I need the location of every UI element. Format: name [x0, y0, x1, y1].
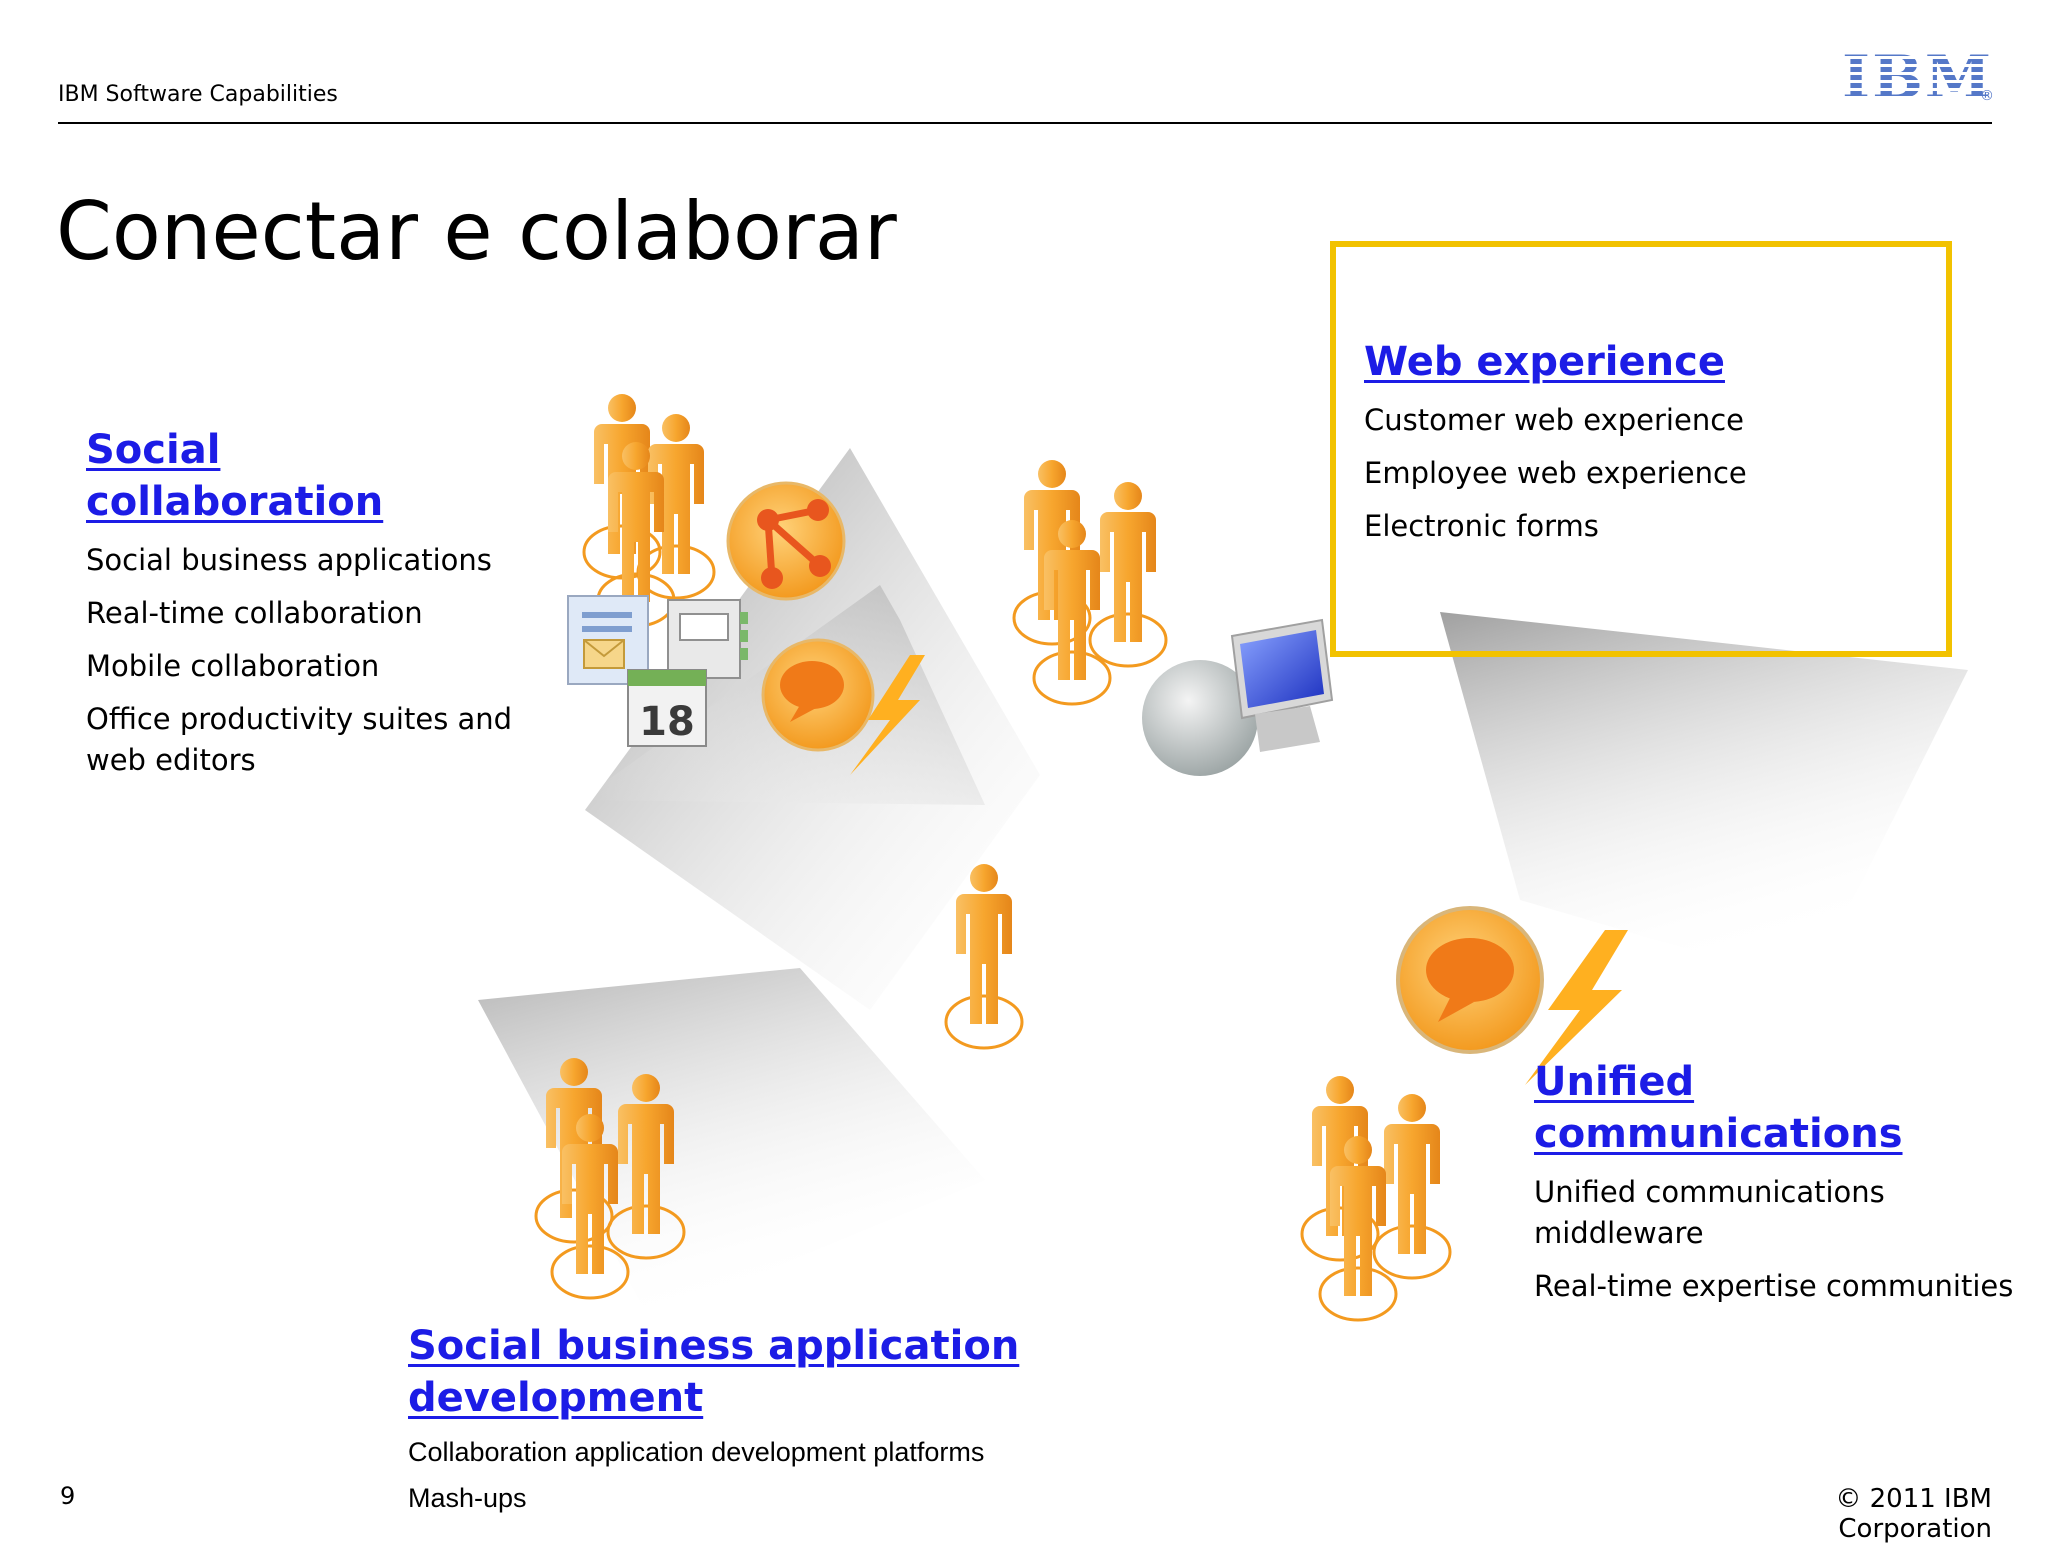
- social-collaboration-section: Social collaboration Social business app…: [86, 424, 526, 781]
- ibm-logo-text: IBM: [1842, 43, 1994, 113]
- list-item: Mash-ups: [408, 1483, 527, 1513]
- web-experience-link[interactable]: Web experience: [1364, 339, 1725, 385]
- web-experience-highlight-box: [1330, 241, 1952, 657]
- social-collaboration-link[interactable]: Social collaboration: [86, 427, 384, 525]
- header-text: IBM Software Capabilities: [58, 82, 338, 107]
- unified-communications-section: Unified communications Unified communica…: [1534, 1056, 2014, 1307]
- application-development-link[interactable]: Social business application development: [408, 1323, 1020, 1421]
- list-item: Customer web experience: [1364, 403, 1745, 437]
- person-icon: [1088, 480, 1168, 668]
- list-item: Mobile collaboration: [86, 649, 380, 683]
- list-item: Employee web experience: [1364, 456, 1747, 490]
- unified-communications-link[interactable]: Unified communications: [1534, 1059, 1903, 1157]
- application-development-section: Social business application development …: [408, 1320, 1308, 1516]
- page-title: Conectar e colaborar: [56, 185, 897, 278]
- person-icon: [944, 862, 1024, 1050]
- list-item: Collaboration application development pl…: [408, 1437, 985, 1467]
- network-share-icon: [726, 481, 846, 601]
- cone-shape: [1440, 612, 1968, 985]
- list-item: Social business applications: [86, 543, 492, 577]
- ibm-logo: IBM ®: [1842, 48, 1994, 108]
- chat-lightning-icon: [1396, 906, 1628, 1085]
- page-number: 9: [60, 1482, 76, 1510]
- list-item: Real-time collaboration: [86, 596, 423, 630]
- list-item: Electronic forms: [1364, 509, 1599, 543]
- calendar-icon: 18: [627, 669, 707, 747]
- registered-mark: ®: [1980, 88, 1994, 104]
- list-item: Unified communications middleware: [1534, 1175, 1885, 1250]
- globe-computer-icon: [1142, 618, 1334, 776]
- copyright: © 2011 IBM Corporation: [1835, 1484, 1992, 1544]
- calendar-day-text: 18: [639, 699, 695, 745]
- header-rule: [58, 122, 1992, 124]
- list-item: Real-time expertise communities: [1534, 1269, 2014, 1303]
- web-experience-section: Web experience Customer web experience E…: [1364, 336, 1924, 547]
- list-item: Office productivity suites and web edito…: [86, 702, 513, 777]
- chat-lightning-icon: [761, 638, 925, 775]
